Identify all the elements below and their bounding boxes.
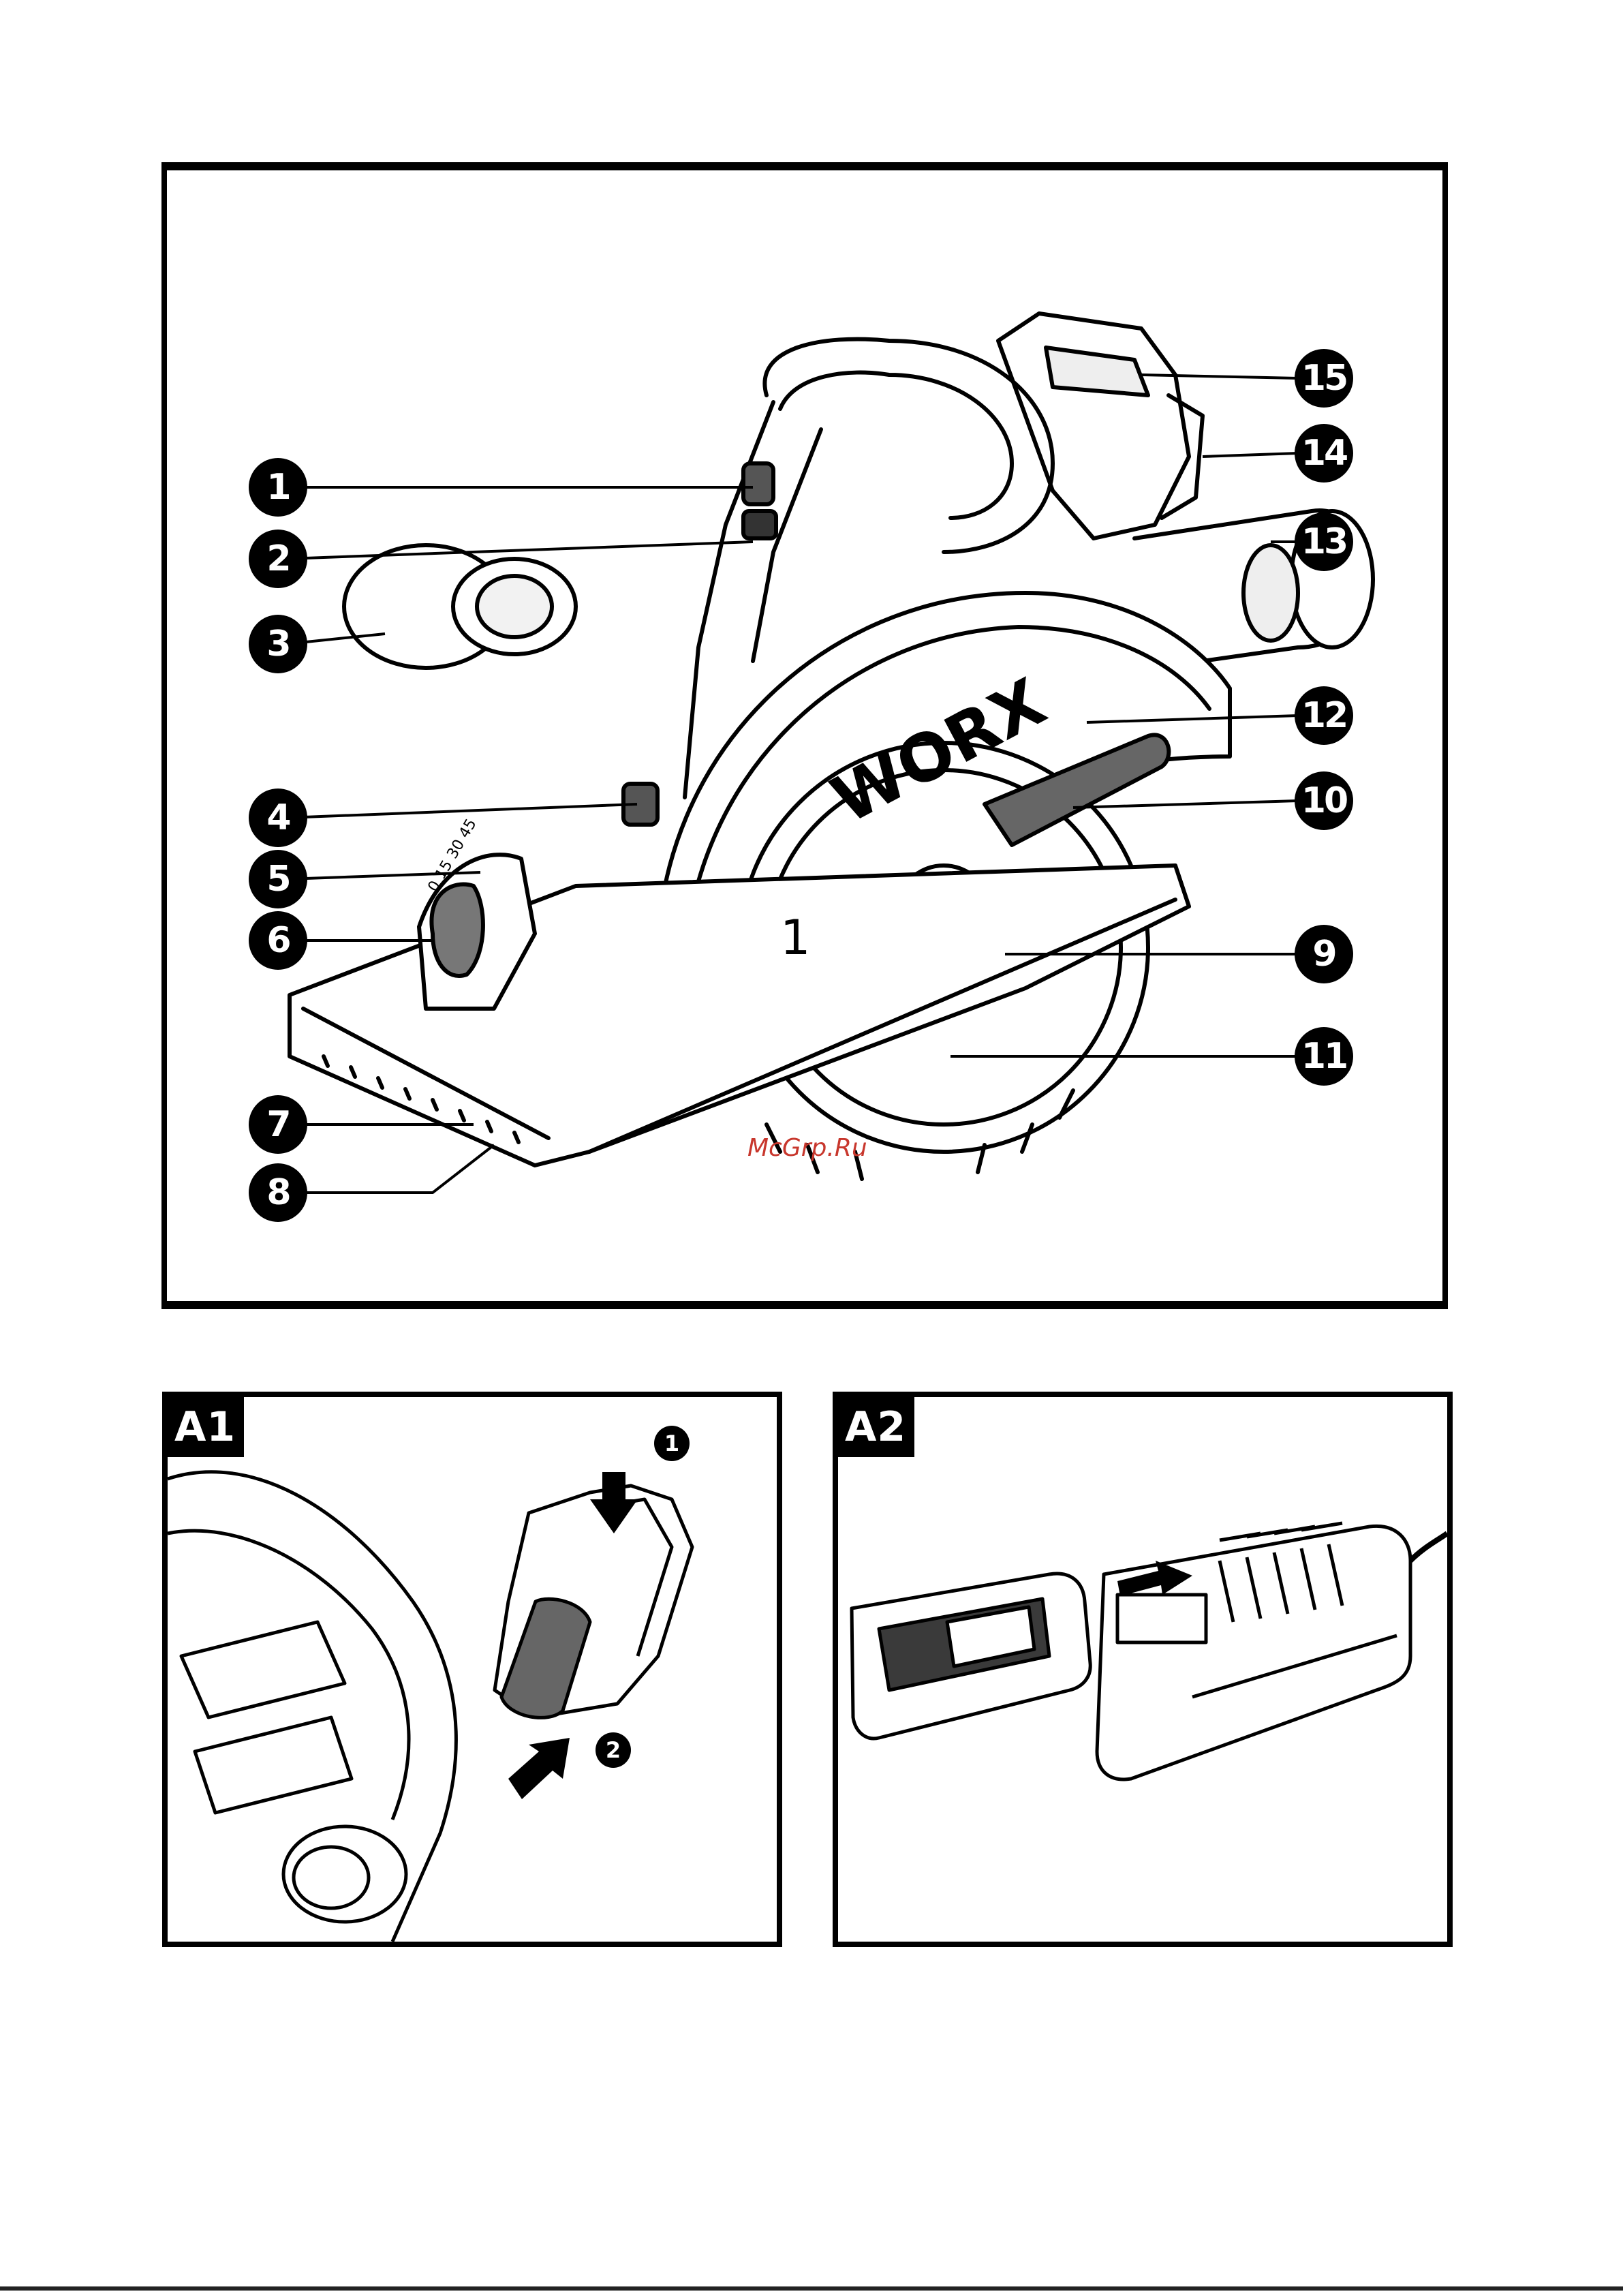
panel-a1-tag: A1: [168, 1397, 244, 1457]
page-bottom-rule: [0, 2286, 1623, 2291]
callout-4: 4: [249, 789, 307, 847]
circular-saw-illustration: WORX 1 0 15 30 45: [167, 170, 1442, 1301]
leader-line-4: [286, 804, 637, 818]
panel-a1: A1 1 2: [162, 1392, 782, 1947]
leader-line-14: [1203, 453, 1298, 457]
callout-7: 7: [249, 1095, 307, 1154]
blade-direction-mark: 1: [780, 910, 811, 966]
callout-11: 11: [1295, 1027, 1353, 1086]
battery-charger-illustration: [838, 1397, 1447, 1942]
callout-8: 8: [249, 1163, 307, 1222]
callout-13: 13: [1295, 512, 1353, 571]
leader-line-8: [286, 1145, 494, 1193]
panel-a2: A2: [833, 1392, 1453, 1947]
callout-6: 6: [249, 911, 307, 970]
leader-line-2: [286, 542, 753, 559]
callout-10: 10: [1295, 771, 1353, 830]
watermark: McGrp.Ru: [747, 1134, 867, 1162]
panel-a2-tag: A2: [838, 1397, 914, 1457]
callout-3: 3: [249, 615, 307, 673]
step-1-callout: 1: [654, 1426, 690, 1461]
battery-insert-illustration: [168, 1397, 777, 1942]
leader-line-10: [1073, 801, 1298, 808]
callout-9: 9: [1295, 925, 1353, 983]
callout-5: 5: [249, 850, 307, 908]
callout-14: 14: [1295, 424, 1353, 483]
callout-2: 2: [249, 530, 307, 588]
callout-15: 15: [1295, 349, 1353, 408]
step-2-callout: 2: [596, 1732, 631, 1768]
callout-1: 1: [249, 458, 307, 517]
callout-12: 12: [1295, 686, 1353, 745]
